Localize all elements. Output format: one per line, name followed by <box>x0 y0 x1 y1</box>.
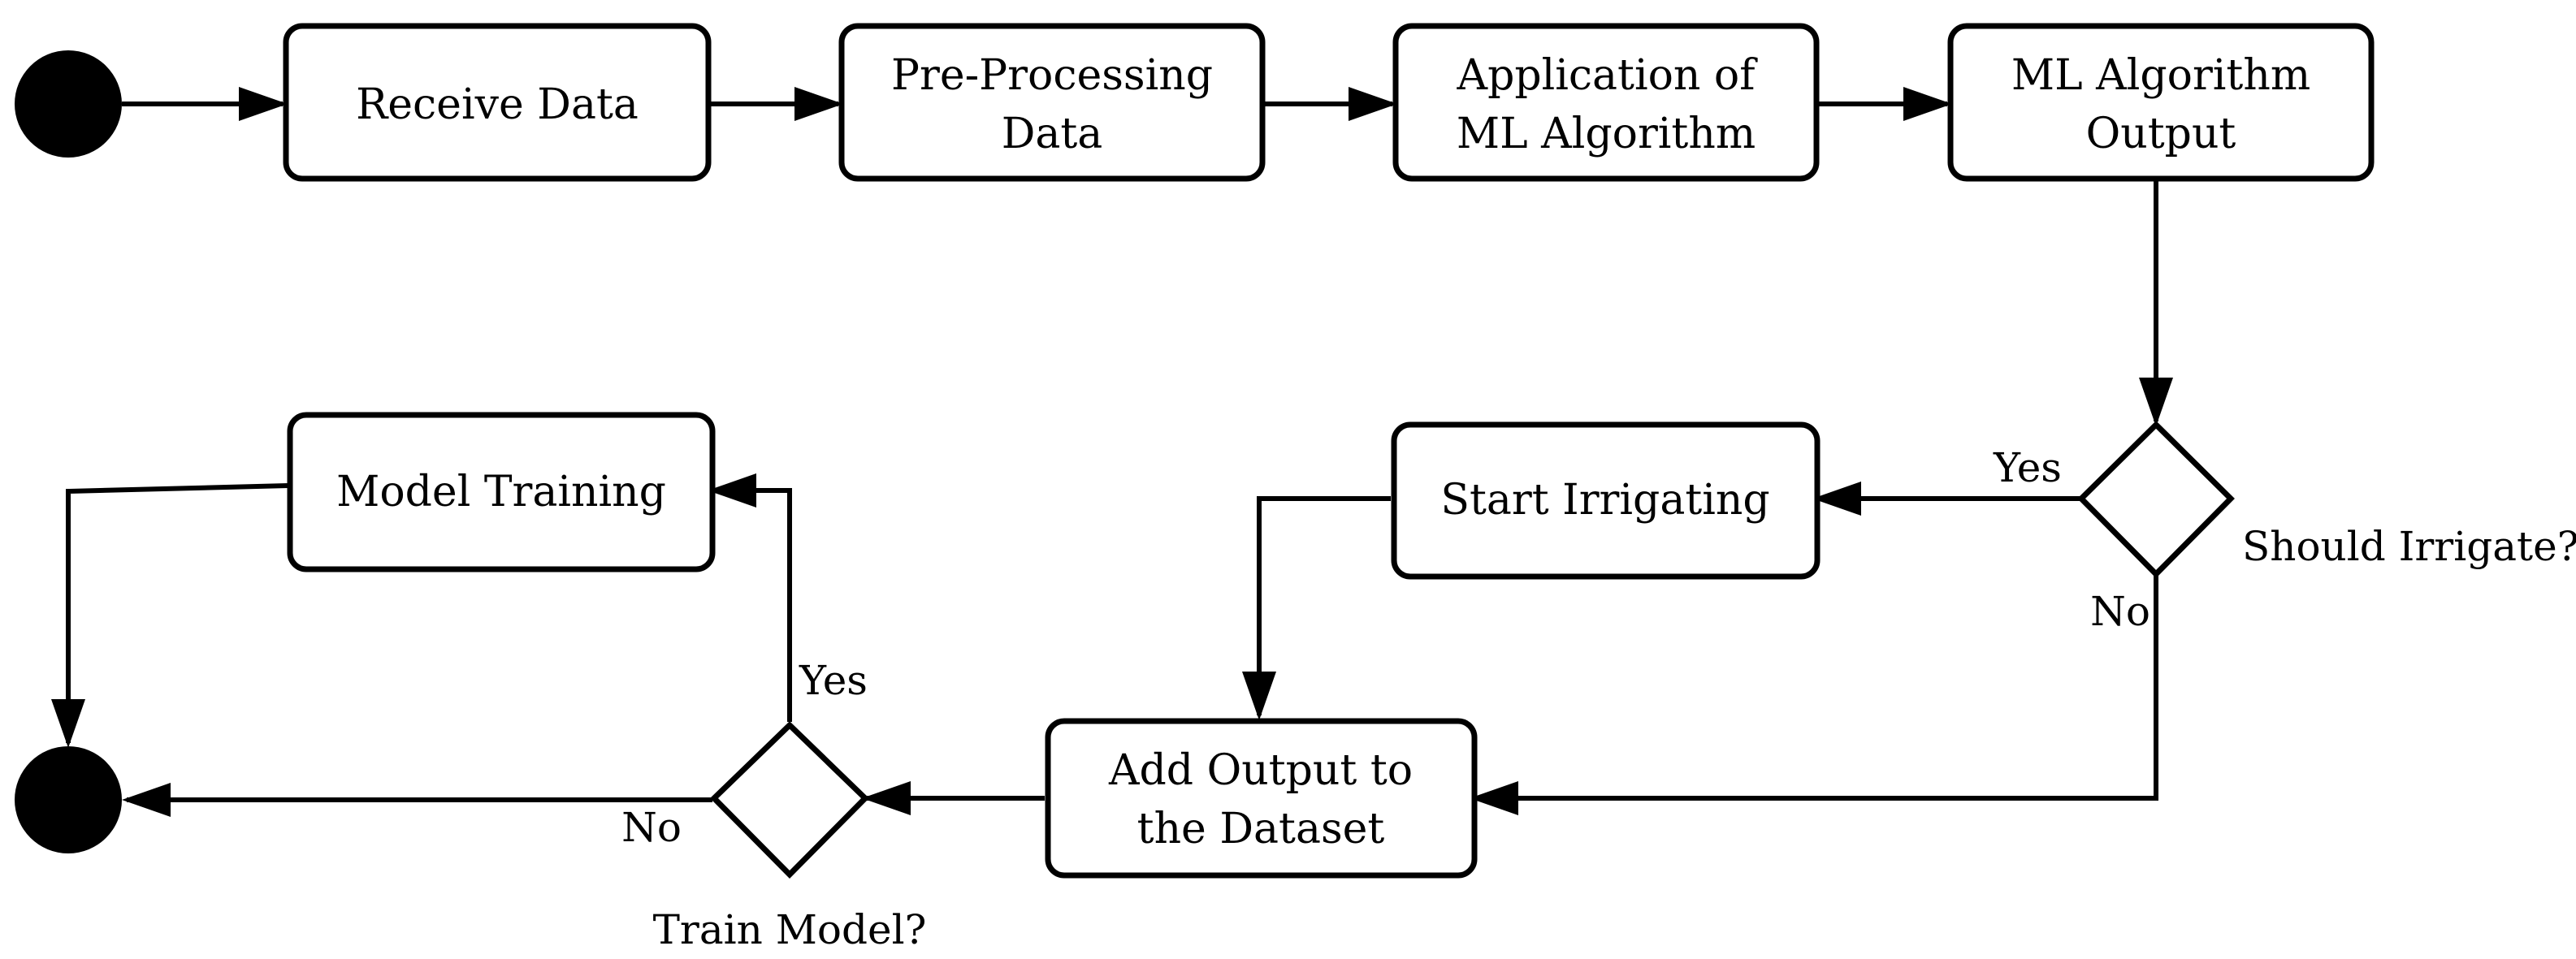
preprocessing-label-line2: Data <box>1002 110 1103 158</box>
box-add-output <box>1045 718 1478 879</box>
start-irrigating-label: Start Irrigating <box>1440 476 1769 525</box>
irrigate-yes-label: Yes <box>1993 444 2062 491</box>
edge-train-yes-training <box>708 473 792 722</box>
box-start-irrigating <box>1391 421 1821 580</box>
box-receive-data <box>283 23 712 182</box>
train-no-label: No <box>621 804 682 851</box>
add-output-label-line1: Add Output to <box>1108 746 1413 795</box>
add-output-label-line2: the Dataset <box>1137 805 1385 853</box>
output-label-line1: ML Algorithm <box>2011 51 2310 100</box>
should-irrigate-label: Should Irrigate? <box>2242 523 2576 570</box>
application-label-line2: ML Algorithm <box>1457 110 1756 158</box>
start-node <box>15 50 122 158</box>
box-model-training <box>287 412 716 572</box>
edge-training-end <box>51 483 289 748</box>
application-label-line1: Application of <box>1457 51 1759 100</box>
decision-train-model <box>710 721 869 879</box>
box-preprocessing-data <box>838 23 1266 182</box>
output-label-line2: Output <box>2086 110 2236 158</box>
decision-should-irrigate <box>2077 421 2235 578</box>
edge-irrigate-add-output <box>1242 496 1391 720</box>
irrigate-no-label: No <box>2090 588 2150 635</box>
box-ml-output <box>1947 23 2375 182</box>
edge-decision-no-add-output <box>1470 574 2158 815</box>
preprocessing-label-line1: Pre-Processing <box>891 51 1213 100</box>
box-application-ml <box>1392 23 1820 182</box>
train-model-label: Train Model? <box>653 906 927 953</box>
receive-data-label: Receive Data <box>356 80 639 129</box>
end-node <box>15 746 122 853</box>
train-yes-label: Yes <box>799 657 868 704</box>
model-training-label: Model Training <box>336 468 666 516</box>
